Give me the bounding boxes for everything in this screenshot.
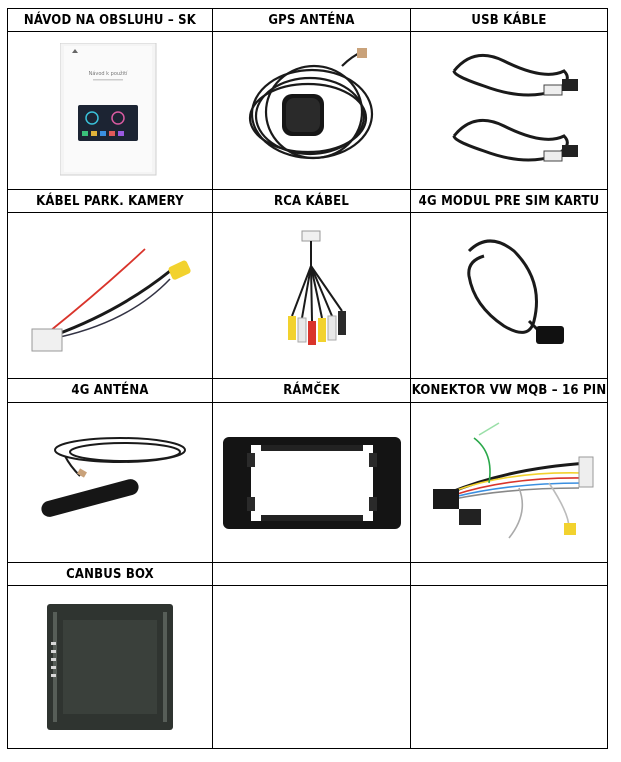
header-parking-camera-cable: KÁBEL PARK. KAMERY bbox=[36, 193, 184, 209]
image-gps-antenna bbox=[213, 32, 410, 189]
header-usb-cables: USB KÁBLE bbox=[471, 12, 547, 28]
header-manual: NÁVOD NA OBSLUHU – SK bbox=[23, 12, 197, 28]
header-vw-mqb-connector: KONEKTOR VW MQB – 16 PIN bbox=[411, 383, 607, 398]
header-gps-antenna: GPS ANTÉNA bbox=[268, 12, 355, 28]
accessories-table: NÁVOD NA OBSLUHU – SK GPS ANTÉNA USB KÁB… bbox=[7, 8, 608, 749]
image-manual: Návod k použití bbox=[8, 32, 212, 189]
image-canbus-box bbox=[8, 586, 212, 748]
header-canbus-box: CANBUS BOX bbox=[66, 566, 154, 582]
header-empty-1 bbox=[213, 563, 410, 585]
header-rca-cable: RCA KÁBEL bbox=[274, 193, 349, 209]
image-vw-mqb-connector bbox=[411, 403, 607, 562]
manual-title: Návod k použití bbox=[89, 70, 128, 77]
header-frame: RÁMČEK bbox=[283, 383, 340, 398]
header-empty-2 bbox=[411, 563, 607, 585]
header-4g-module: 4G MODUL PRE SIM KARTU bbox=[418, 193, 600, 209]
image-usb-cables bbox=[411, 32, 607, 189]
image-frame bbox=[213, 403, 410, 562]
image-parking-camera-cable bbox=[8, 213, 212, 378]
image-4g-module bbox=[411, 213, 607, 378]
header-4g-antenna: 4G ANTÉNA bbox=[71, 383, 149, 398]
image-4g-antenna bbox=[8, 403, 212, 562]
image-rca-cable bbox=[213, 213, 410, 378]
